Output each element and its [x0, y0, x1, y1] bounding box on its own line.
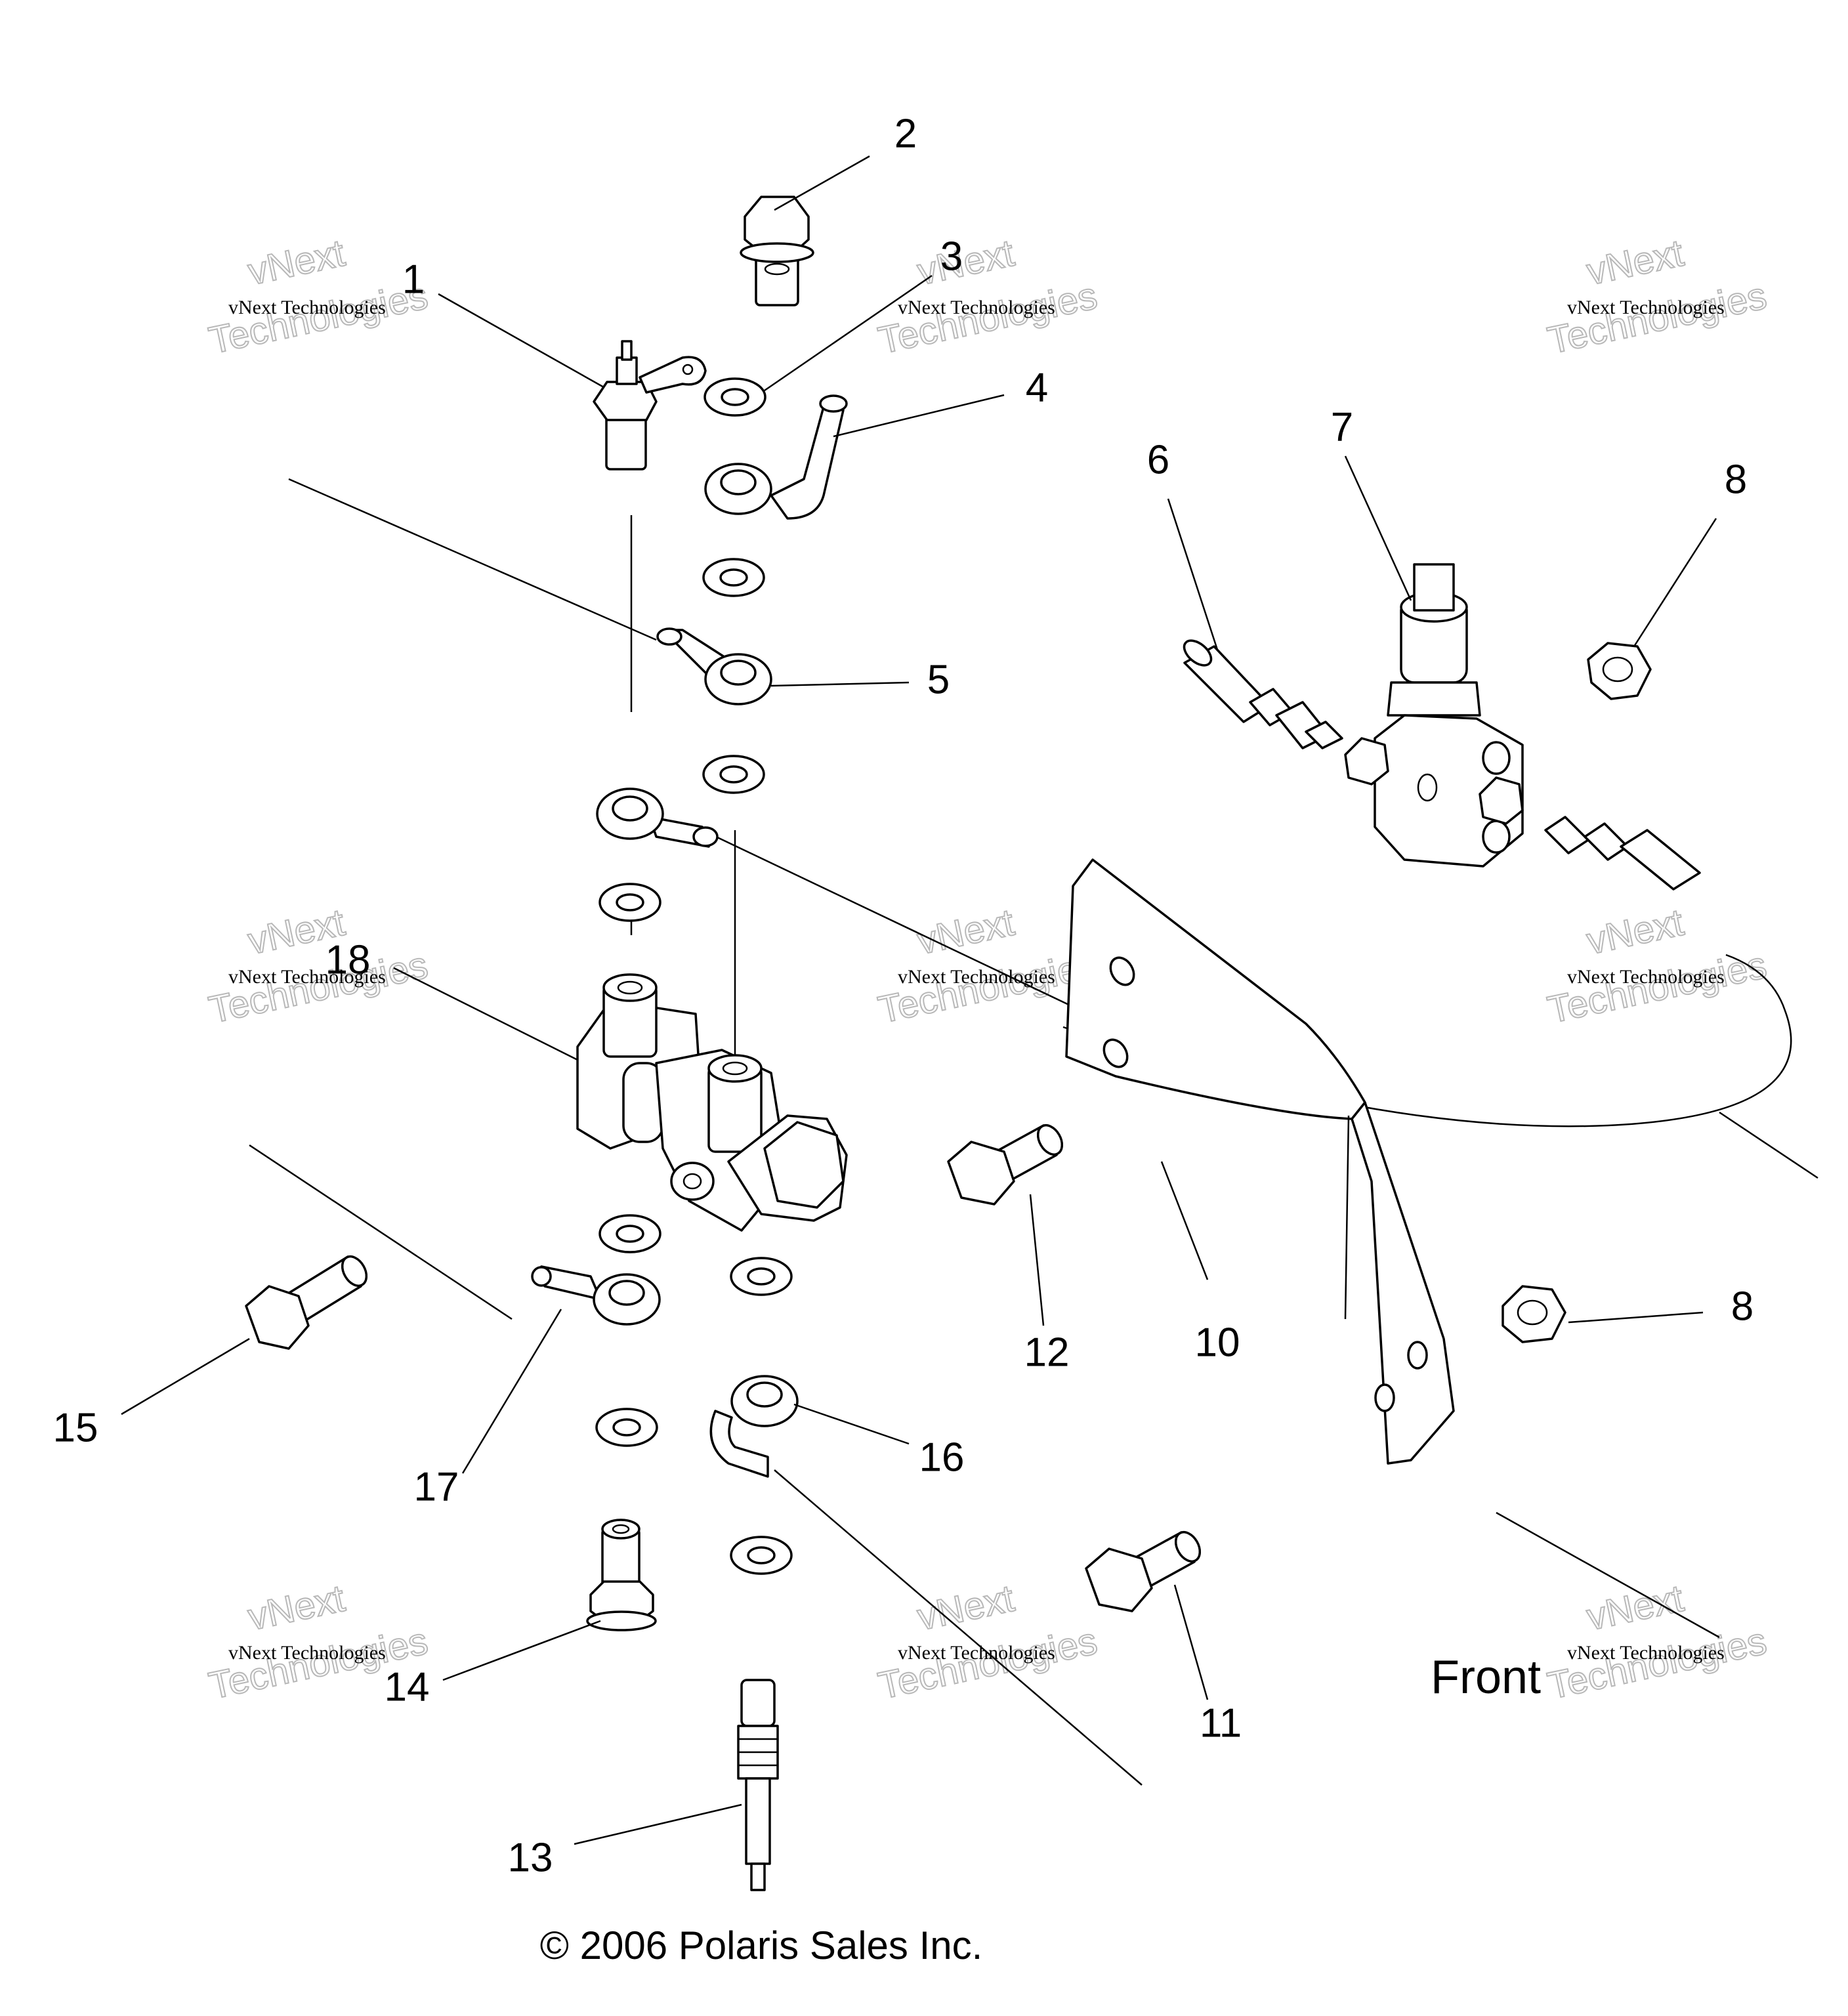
svg-text:vNext Technologies: vNext Technologies [1567, 1642, 1725, 1664]
svg-text:vNext Technologies: vNext Technologies [898, 297, 1055, 318]
svg-text:vNext Technologies: vNext Technologies [1567, 297, 1725, 318]
banjo-fitting-upper [596, 788, 719, 848]
part-10-mounting-bracket [1065, 858, 1455, 1465]
callout-3: 3 [940, 234, 963, 279]
svg-text:vNext Technologies: vNext Technologies [1567, 966, 1725, 988]
callout-4: 4 [1026, 365, 1048, 410]
callout-7: 7 [1331, 404, 1353, 450]
copyright-notice: © 2006 Polaris Sales Inc. [540, 1923, 983, 1967]
svg-text:vNext Technologies: vNext Technologies [228, 966, 386, 988]
part-17-banjo-fitting [531, 1265, 661, 1326]
svg-text:vNext Technologies: vNext Technologies [898, 966, 1055, 988]
svg-text:vNext: vNext [914, 901, 1018, 963]
part-1-brake-light-switch [593, 340, 707, 471]
part-13-fitting [737, 1679, 779, 1891]
watermark: vNext Technologies vNext Technologies [874, 1576, 1102, 1708]
callout-10: 10 [1195, 1320, 1240, 1365]
svg-text:vNext: vNext [914, 232, 1018, 293]
part-18-proportioning-valve [576, 973, 848, 1232]
washer [702, 558, 765, 597]
part-8-nut-lower [1502, 1285, 1566, 1343]
part-4-brake-line-banjo [704, 394, 848, 520]
callout-labels: 1 2 3 4 5 6 7 8 8 10 11 12 13 14 15 16 1… [53, 111, 1754, 1880]
svg-text:vNext: vNext [1583, 232, 1687, 293]
washer [730, 1257, 793, 1296]
part-6-brake-line [1183, 639, 1343, 749]
part-2-banjo-bolt [740, 196, 814, 306]
washer [595, 1408, 658, 1447]
svg-text:vNext: vNext [244, 232, 348, 293]
washer-3 [704, 377, 766, 417]
svg-text:vNext Technologies: vNext Technologies [898, 1642, 1055, 1664]
svg-text:vNext: vNext [914, 1577, 1018, 1639]
part-11-bolt [1085, 1530, 1202, 1612]
part-14-banjo-bolt [586, 1519, 657, 1631]
callout-2: 2 [894, 111, 917, 156]
washer [598, 883, 662, 922]
leader-lines [121, 155, 1717, 1845]
svg-text:vNext: vNext [1583, 1577, 1687, 1639]
watermark: vNext Technologies vNext Technologies [874, 231, 1102, 363]
watermark: vNext Technologies vNext Technologies [874, 900, 1102, 1032]
part-16-brake-line-banjo [709, 1375, 799, 1478]
watermark: vNext Technologies vNext Technologies [205, 900, 432, 1032]
brake-line-right [1544, 816, 1701, 891]
washer [598, 1214, 662, 1253]
washer [702, 755, 765, 794]
svg-text:vNext Technologies: vNext Technologies [228, 1642, 386, 1664]
part-8-nut-upper [1587, 642, 1652, 700]
callout-5: 5 [927, 657, 950, 702]
callout-1: 1 [402, 257, 425, 302]
front-label: Front [1431, 1651, 1541, 1704]
callout-8-lower: 8 [1731, 1284, 1754, 1329]
callout-12: 12 [1024, 1330, 1070, 1375]
callout-14: 14 [385, 1664, 430, 1710]
washer [730, 1536, 793, 1575]
part-5-banjo-fitting [656, 627, 772, 705]
callout-11: 11 [1200, 1700, 1242, 1746]
part-7-distribution-block [1344, 563, 1524, 868]
callout-13: 13 [508, 1835, 553, 1880]
callout-8-upper: 8 [1725, 457, 1747, 502]
sealing-washers [595, 377, 793, 1575]
part-12-bolt [947, 1124, 1064, 1206]
svg-text:vNext: vNext [1583, 901, 1687, 963]
svg-text:vNext Technologies: vNext Technologies [228, 297, 386, 318]
callout-18: 18 [326, 937, 371, 982]
watermark: vNext Technologies vNext Technologies [1544, 231, 1771, 363]
callout-15: 15 [53, 1405, 98, 1450]
watermark: vNext Technologies vNext Technologies [1544, 1576, 1771, 1708]
svg-text:vNext: vNext [244, 1577, 348, 1639]
callout-16: 16 [919, 1435, 965, 1480]
callout-17: 17 [414, 1464, 459, 1509]
watermark: vNext Technologies vNext Technologies [205, 231, 432, 363]
callout-6: 6 [1147, 437, 1169, 482]
part-15-bolt [245, 1255, 368, 1350]
